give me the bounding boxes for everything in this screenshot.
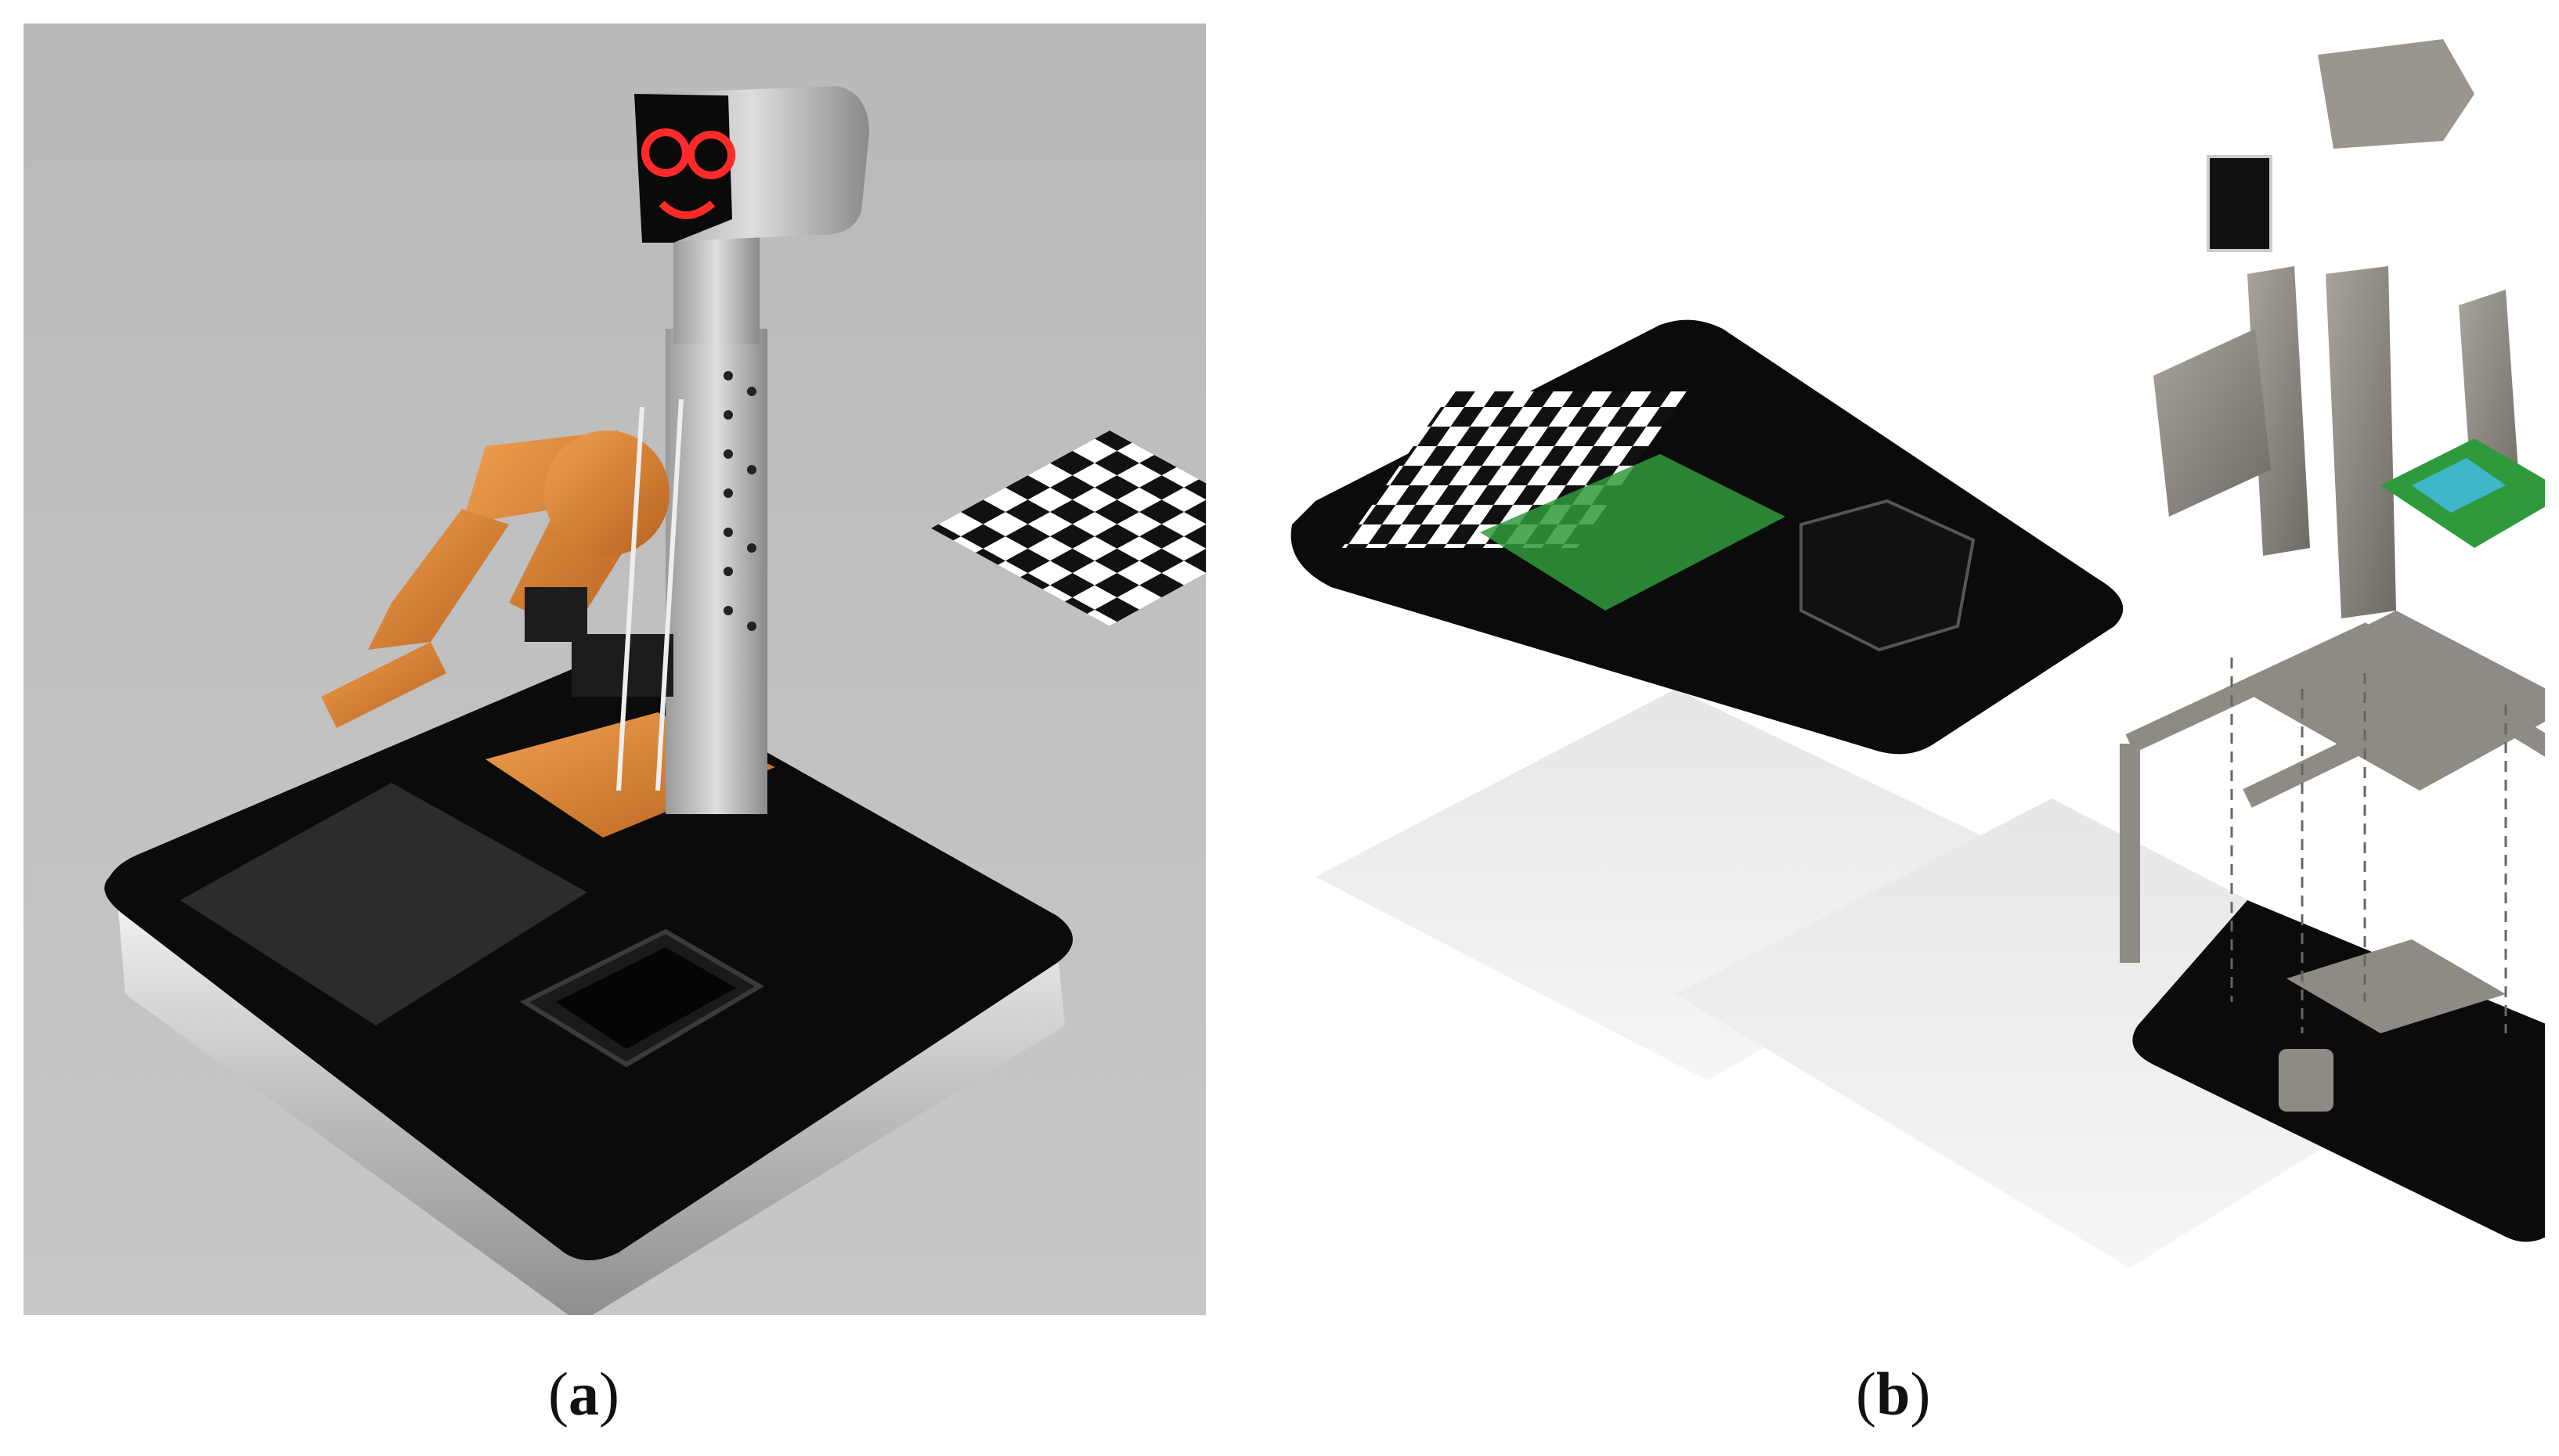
caption-panel-b: (b) — [1856, 1364, 1930, 1425]
figure-panel-b — [1284, 16, 2545, 1323]
head-shell — [2318, 39, 2474, 149]
right-eye — [687, 131, 735, 179]
ladder-rail — [616, 398, 684, 791]
caption-panel-a: (a) — [548, 1364, 619, 1425]
caption-b-letter: b — [1875, 1360, 1911, 1428]
left-eye — [641, 128, 690, 177]
caption-a-letter: a — [568, 1360, 599, 1428]
figure-panel-a — [23, 23, 1206, 1315]
tray-exploded — [1799, 499, 1976, 652]
caption-a-open: ( — [548, 1360, 568, 1428]
face-plate — [2207, 155, 2272, 252]
base-side — [117, 900, 1065, 1315]
caption-b-close: ) — [1910, 1360, 1931, 1428]
caption-a-close: ) — [598, 1360, 619, 1428]
exploded-view-image — [1284, 16, 2545, 1323]
assembled-robot-image — [23, 23, 1206, 1315]
mouth — [659, 200, 716, 219]
caption-b-open: ( — [1856, 1360, 1876, 1428]
cage-frame — [2120, 622, 2545, 963]
